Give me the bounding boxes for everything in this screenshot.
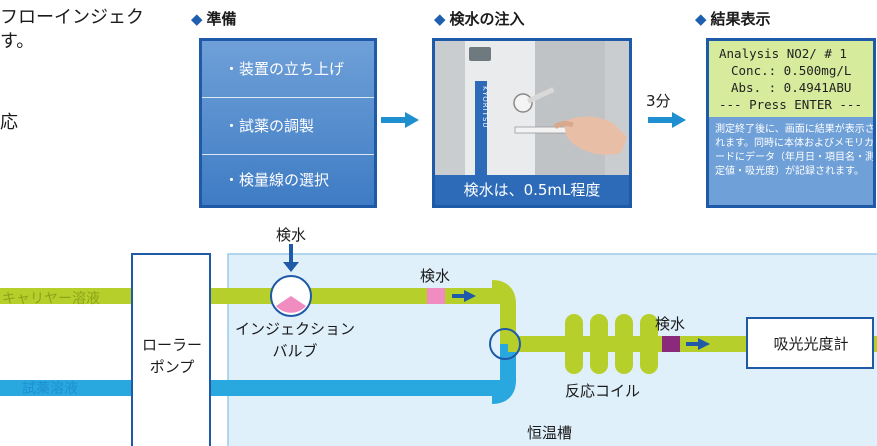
divider bbox=[202, 97, 374, 98]
inject-caption: 検水は、0.5mL程度 bbox=[435, 175, 629, 205]
prep-panel: ・装置の立ち上げ ・試薬の調製 ・検量線の選択 bbox=[199, 38, 377, 208]
prep-item: ・装置の立ち上げ bbox=[224, 60, 345, 78]
intro-text: フローインジェク す。 bbox=[0, 6, 144, 54]
reagent-label: 試薬溶液 bbox=[22, 381, 78, 397]
injection-valve-sample bbox=[276, 296, 306, 313]
intro-line-1: フローインジェク bbox=[0, 7, 144, 28]
roller-pump-label: ローラー ポンプ bbox=[141, 336, 202, 376]
inject-photo: KYORITSU 検水は、0.5mL程度 bbox=[432, 38, 632, 208]
detector-box bbox=[746, 317, 874, 369]
down-arrow-icon bbox=[283, 262, 299, 272]
right-arrow-icon bbox=[648, 112, 686, 128]
injection-valve-label: インジェクション バルブ bbox=[234, 320, 355, 360]
result-screen: Analysis NO2/ # 1 Conc.: 0.500mg/L Abs. … bbox=[709, 41, 873, 117]
reaction-coil bbox=[565, 314, 658, 374]
roller-pump bbox=[131, 253, 211, 446]
diamond-bullet-icon: ◆ bbox=[695, 10, 707, 28]
screen-line-3: Abs. : 0.4941ABU bbox=[731, 80, 852, 95]
sample-plug bbox=[662, 336, 680, 352]
time-label: 3分 bbox=[646, 92, 671, 110]
intro-line-3: 応 bbox=[0, 112, 18, 133]
screen-line-1: Analysis NO2/ # 1 bbox=[719, 46, 847, 61]
screen-line-4: --- Press ENTER --- bbox=[719, 97, 862, 112]
thermostatic-bath-label: 恒温槽 bbox=[527, 424, 573, 442]
sample-label: 検水 bbox=[276, 226, 307, 244]
reagent-line bbox=[491, 344, 516, 404]
section-title-inject: ◆検水の注入 bbox=[434, 10, 525, 28]
reagent-line bbox=[0, 380, 132, 396]
diamond-bullet-icon: ◆ bbox=[191, 10, 203, 28]
prep-item: ・検量線の選択 bbox=[224, 171, 330, 189]
sample-plug bbox=[427, 288, 445, 304]
screen-line-2: Conc.: 0.500mg/L bbox=[731, 63, 852, 78]
detector-label: 吸光光度計 bbox=[773, 335, 849, 353]
result-note: 測定終了後に、画面に結果が表示されます。同時に本体およびメモリカードにデータ（年… bbox=[715, 124, 875, 177]
carrier-label: キャリヤー溶液 bbox=[2, 291, 100, 307]
right-arrow-icon bbox=[381, 112, 419, 128]
result-panel: Analysis NO2/ # 1 Conc.: 0.500mg/L Abs. … bbox=[706, 38, 876, 208]
intro-line-2: す。 bbox=[0, 31, 35, 52]
fia-flow-diagram bbox=[0, 244, 877, 446]
device-brand: KYORITSU bbox=[481, 86, 489, 129]
reagent-line bbox=[210, 380, 500, 396]
section-title-result: ◆結果表示 bbox=[695, 10, 771, 28]
carrier-line bbox=[0, 288, 132, 304]
section-title-prep: ◆準備 bbox=[191, 10, 237, 28]
diamond-bullet-icon: ◆ bbox=[434, 10, 446, 28]
reaction-coil-label: 反応コイル bbox=[565, 382, 641, 400]
sample-label: 検水 bbox=[420, 267, 451, 285]
confluence-point bbox=[489, 328, 521, 360]
sample-label: 検水 bbox=[655, 315, 686, 333]
divider bbox=[202, 154, 374, 155]
analyzer-device-illustration bbox=[435, 41, 629, 181]
prep-item: ・試薬の調製 bbox=[224, 117, 315, 135]
